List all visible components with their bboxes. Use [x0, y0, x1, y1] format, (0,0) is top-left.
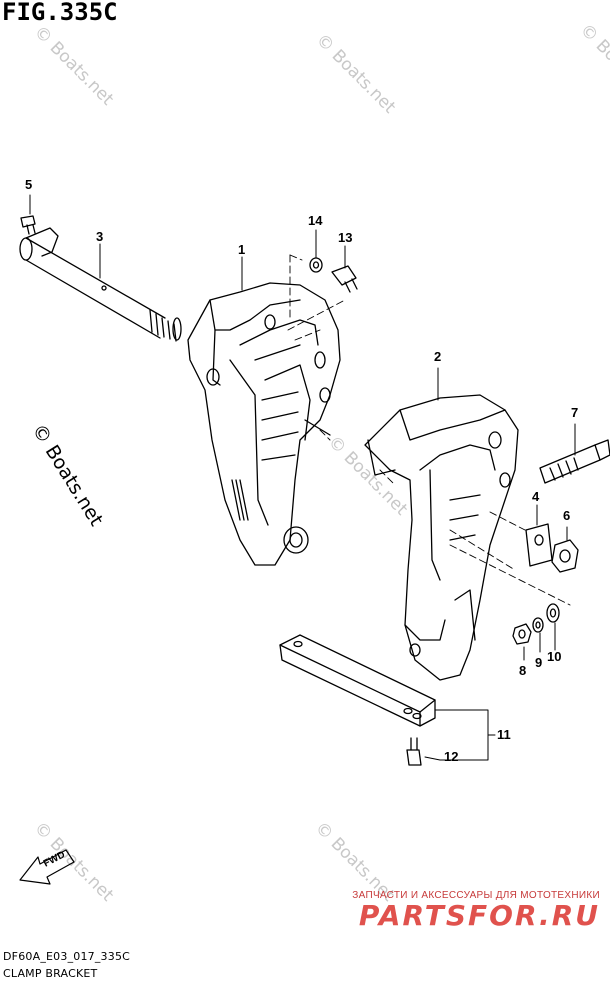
callout-1: 1	[238, 242, 246, 257]
part-7-bolt-drawing	[539, 439, 610, 484]
callout-2: 2	[434, 349, 442, 364]
callout-12: 12	[444, 749, 459, 764]
promo-tagline: ЗАПЧАСТИ И АКСЕССУАРЫ ДЛЯ МОТОТЕХНИКИ	[352, 890, 600, 901]
part-10-washer-drawing	[546, 603, 560, 623]
callout-5: 5	[25, 177, 33, 192]
promo-block: ЗАПЧАСТИ И АКСЕССУАРЫ ДЛЯ МОТОТЕХНИКИ PA…	[352, 890, 600, 930]
callout-3: 3	[96, 229, 104, 244]
leader-lines	[29, 194, 576, 761]
figure-title: FIG.335C	[2, 0, 118, 26]
callout-14: 14	[308, 213, 323, 228]
callout-4: 4	[532, 489, 540, 504]
part-1-clamp-bracket-drawing	[187, 282, 341, 566]
part-12-bolt-drawing	[406, 737, 422, 766]
part-9-washer-drawing	[532, 617, 544, 633]
part-13-bolt-drawing	[331, 265, 358, 293]
callout-7: 7	[571, 405, 579, 420]
callout-9: 9	[535, 655, 543, 670]
figure-code: DF60A_E03_017_335C	[3, 950, 131, 963]
part-5-bolt-drawing	[20, 215, 36, 235]
callout-6: 6	[563, 508, 571, 523]
promo-brand: PARTSFOR.RU	[358, 899, 600, 932]
fwd-arrow	[19, 849, 75, 885]
callout-13: 13	[338, 230, 353, 245]
callout-10: 10	[547, 649, 562, 664]
part-2-clamp-bracket-drawing	[364, 394, 519, 681]
dashed-assembly-lines	[287, 254, 571, 606]
callout-11: 11	[497, 727, 511, 742]
figure-name: CLAMP BRACKET	[3, 967, 98, 980]
part-4-plate-drawing	[525, 523, 553, 567]
callout-8: 8	[519, 663, 527, 678]
part-3-tilt-tube-drawing	[19, 227, 182, 342]
part-11-pad-drawing	[279, 634, 436, 727]
part-14-washer-drawing	[309, 257, 323, 273]
part-6-nut-drawing	[551, 539, 579, 573]
part-8-nut-drawing	[512, 623, 532, 645]
